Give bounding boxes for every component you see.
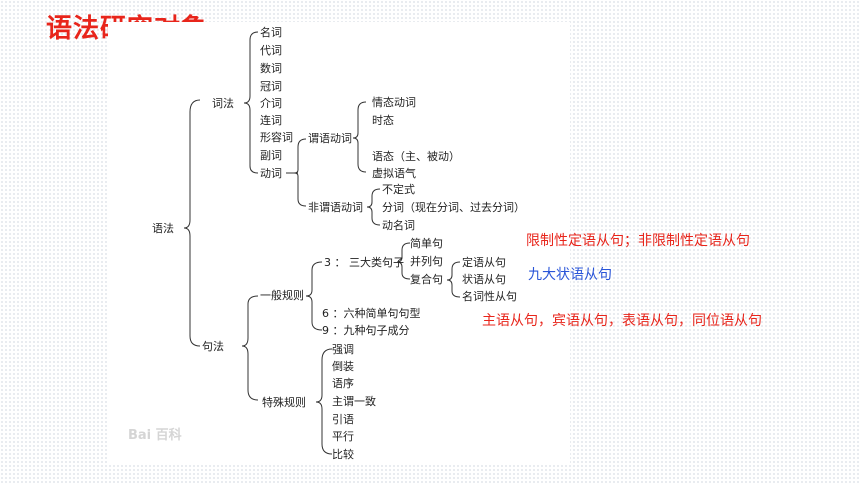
pos-item: 代词 [260, 44, 282, 57]
finite-item: 时态 [372, 114, 394, 127]
pos-item: 名词 [260, 26, 282, 39]
general-brace [305, 261, 323, 331]
baike-watermark: Bai 百科 [128, 428, 182, 443]
pos-item: 连词 [260, 114, 282, 127]
sentence-type: 简单句 [410, 237, 443, 250]
special-item: 语序 [332, 377, 354, 390]
note-adverbial-clause: 九大状语从句 [528, 267, 612, 283]
sentence-type-complex: 复合句 [410, 273, 443, 286]
special-brace [315, 348, 333, 455]
finite-brace [352, 101, 367, 173]
special-item: 主谓一致 [332, 395, 376, 408]
pos-item: 数词 [260, 62, 282, 75]
nonfinite-item: 不定式 [382, 183, 415, 196]
grammar-tree-diagram [108, 22, 570, 464]
morphology-brace [243, 31, 259, 174]
root-brace [183, 99, 201, 347]
three-brace [396, 242, 411, 280]
clause-type: 定语从句 [462, 256, 506, 269]
pos-item: 副词 [260, 149, 282, 162]
special-item: 引语 [332, 413, 354, 426]
pos-item: 介词 [260, 97, 282, 110]
special-item: 倒装 [332, 360, 354, 373]
node-finite-verb: 谓语动词 [308, 132, 352, 145]
clause-type: 状语从句 [462, 273, 506, 286]
sentence-type: 并列句 [410, 255, 443, 268]
node-six-patterns: 6 ：六种简单句句型 [322, 307, 421, 320]
node-root: 语法 [152, 222, 174, 235]
node-general-rules: 一般规则 [260, 289, 304, 302]
pos-item: 冠词 [260, 80, 282, 93]
finite-item: 情态动词 [372, 96, 416, 109]
pos-item-verb: 动词 [260, 167, 282, 180]
finite-item: 虚拟语气 [372, 167, 416, 180]
nonfinite-brace [366, 188, 381, 226]
clause-type: 名词性从句 [462, 290, 517, 303]
node-morphology: 词法 [212, 97, 234, 110]
complex-brace [446, 261, 461, 298]
pos-item: 形容词 [260, 131, 293, 144]
node-syntax: 句法 [202, 340, 224, 353]
nonfinite-item: 分词（现在分词、过去分词） [382, 201, 525, 214]
node-special-rules: 特殊规则 [262, 396, 306, 409]
node-nine-components: 9 ：九种句子成分 [322, 324, 410, 337]
special-item: 强调 [332, 343, 354, 356]
syntax-brace [241, 295, 259, 401]
note-attributive-clause: 限制性定语从句；非限制性定语从句 [526, 233, 750, 249]
node-nonfinite-verb: 非谓语动词 [308, 201, 363, 214]
nonfinite-item: 动名词 [382, 219, 415, 232]
verb-brace [293, 138, 307, 207]
finite-item: 语态（主、被动） [372, 150, 460, 163]
note-nominal-clause: 主语从句，宾语从句，表语从句，同位语从句 [482, 313, 762, 329]
node-three-sentence-types: 3 ： 三大类句子 [324, 256, 404, 269]
special-item: 比较 [332, 448, 354, 461]
special-item: 平行 [332, 430, 354, 443]
